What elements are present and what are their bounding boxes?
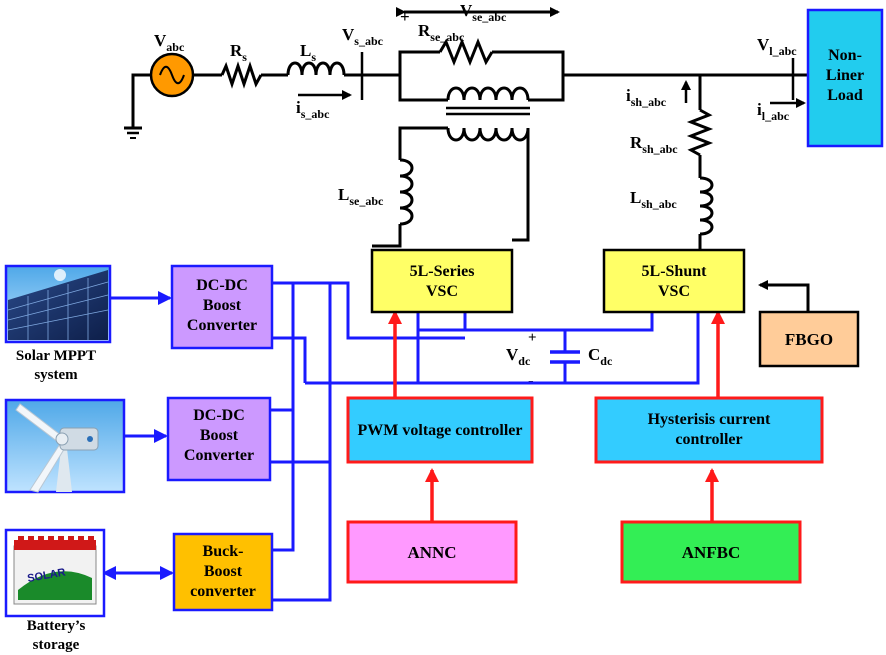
labels: Vabc Rs Ls Vs_abc is_abc + Vse_abc Rse_a… <box>154 1 797 390</box>
label-is: is_abc <box>296 98 330 121</box>
battery-caption-2: storage <box>33 637 80 653</box>
boost1-pos-wire <box>272 281 465 340</box>
rse-left <box>398 50 440 75</box>
load-line-1: Non- <box>828 47 862 64</box>
pwm-controller-block: PWM voltage controller <box>346 396 534 464</box>
fbgo-block: FBGO <box>758 310 860 368</box>
shunt-vsc-block: 5L-Shunt VSC <box>602 248 746 314</box>
label-lse: Lse_abc <box>338 185 384 208</box>
xfmr-primary-coil <box>446 86 530 101</box>
rse-resistor <box>438 37 494 67</box>
boost2-line-3: Converter <box>184 447 254 464</box>
battery-caption-1: Battery’s <box>27 618 86 634</box>
dc-positive-rail <box>416 312 654 332</box>
boost-converter-2: DC-DC Boost Converter <box>166 396 272 482</box>
ls-inductor <box>286 61 346 76</box>
label-cdc: Cdc <box>588 345 613 368</box>
solar-caption-1: Solar MPPT <box>16 348 96 364</box>
label-dc-minus: - <box>528 371 534 390</box>
label-vse-plus: + <box>400 7 410 26</box>
label-vdc: Vdc <box>506 345 531 368</box>
lse-top-wire <box>398 126 448 160</box>
annc-block: ANNC <box>346 520 518 584</box>
lsh-inductor <box>699 176 714 236</box>
shunt-vsc-line-2: VSC <box>658 283 690 300</box>
label-vs: Vs_abc <box>342 25 384 48</box>
neg-bus-vertical <box>272 283 332 602</box>
rsh-resistor <box>686 108 714 157</box>
lse-inductor <box>399 158 414 226</box>
battery-image: SOLAR <box>4 528 106 618</box>
series-vsc-block: 5L-Series VSC <box>370 248 514 314</box>
load-line-2: Liner <box>826 67 864 84</box>
boost2-line-2: Boost <box>200 427 239 444</box>
label-rsh: Rsh_abc <box>630 133 678 156</box>
rse-right <box>492 50 565 75</box>
hyst-line-2: controller <box>675 431 742 448</box>
hyst-line-1: Hysterisis current <box>648 411 771 428</box>
xfmr-primary-left <box>398 75 448 102</box>
label-ls: Ls <box>300 41 316 64</box>
label-vl: Vl_abc <box>757 35 797 58</box>
boost1-line-1: DC-DC <box>196 277 248 294</box>
sine-icon <box>159 65 185 85</box>
anfbc-block: ANFBC <box>620 520 802 584</box>
wind-turbine-image <box>4 398 126 494</box>
pos-bus-vertical <box>272 283 295 552</box>
label-dc-plus: + <box>528 330 537 346</box>
buckboost-line-1: Buck- <box>203 543 244 560</box>
fbgo-to-shunt-arrow <box>758 280 810 312</box>
ac-line <box>124 7 808 250</box>
annc-label: ANNC <box>407 543 456 562</box>
xfmr-primary-right <box>528 75 565 102</box>
pwm-label: PWM voltage controller <box>358 422 523 439</box>
boost1-line-2: Boost <box>203 297 242 314</box>
buck-boost-converter: Buck- Boost converter <box>172 532 274 612</box>
solar-caption-2: system <box>34 367 78 383</box>
control-signals <box>388 280 810 522</box>
label-vabc: Vabc <box>154 31 185 54</box>
xfmr-secondary-coil <box>446 127 530 142</box>
hysteresis-controller-block: Hysterisis current controller <box>594 396 824 464</box>
boost-converter-1: DC-DC Boost Converter <box>170 264 274 350</box>
series-vsc-line-1: 5L-Series <box>410 263 475 280</box>
anfbc-label: ANFBC <box>682 543 741 562</box>
solar-panel-image <box>4 264 112 344</box>
rs-resistor <box>220 61 263 89</box>
boost2-line-1: DC-DC <box>193 407 245 424</box>
dc-bus <box>102 281 700 602</box>
buckboost-line-2: Boost <box>204 563 243 580</box>
label-ish: ish_abc <box>626 86 667 109</box>
boost1-neg-wire <box>272 336 307 383</box>
xfmr-secondary-right <box>512 128 530 242</box>
load-block: Non- Liner Load <box>806 8 884 148</box>
fbgo-label: FBGO <box>785 330 833 349</box>
shunt-vsc-line-1: 5L-Shunt <box>642 263 708 280</box>
sun-glare <box>54 269 66 281</box>
boost1-line-3: Converter <box>187 317 257 334</box>
buckboost-line-3: converter <box>190 583 256 600</box>
lse-bottom-wire <box>372 224 402 248</box>
series-vsc-line-2: VSC <box>426 283 458 300</box>
label-rse: Rse_abc <box>418 21 465 44</box>
load-line-3: Load <box>827 87 863 104</box>
label-vse: Vse_abc <box>460 1 507 24</box>
dc-negative-rail <box>305 312 700 385</box>
label-rs: Rs <box>230 41 247 64</box>
label-lsh: Lsh_abc <box>630 188 677 211</box>
ground-lead <box>131 73 150 128</box>
label-il: il_abc <box>757 100 790 123</box>
